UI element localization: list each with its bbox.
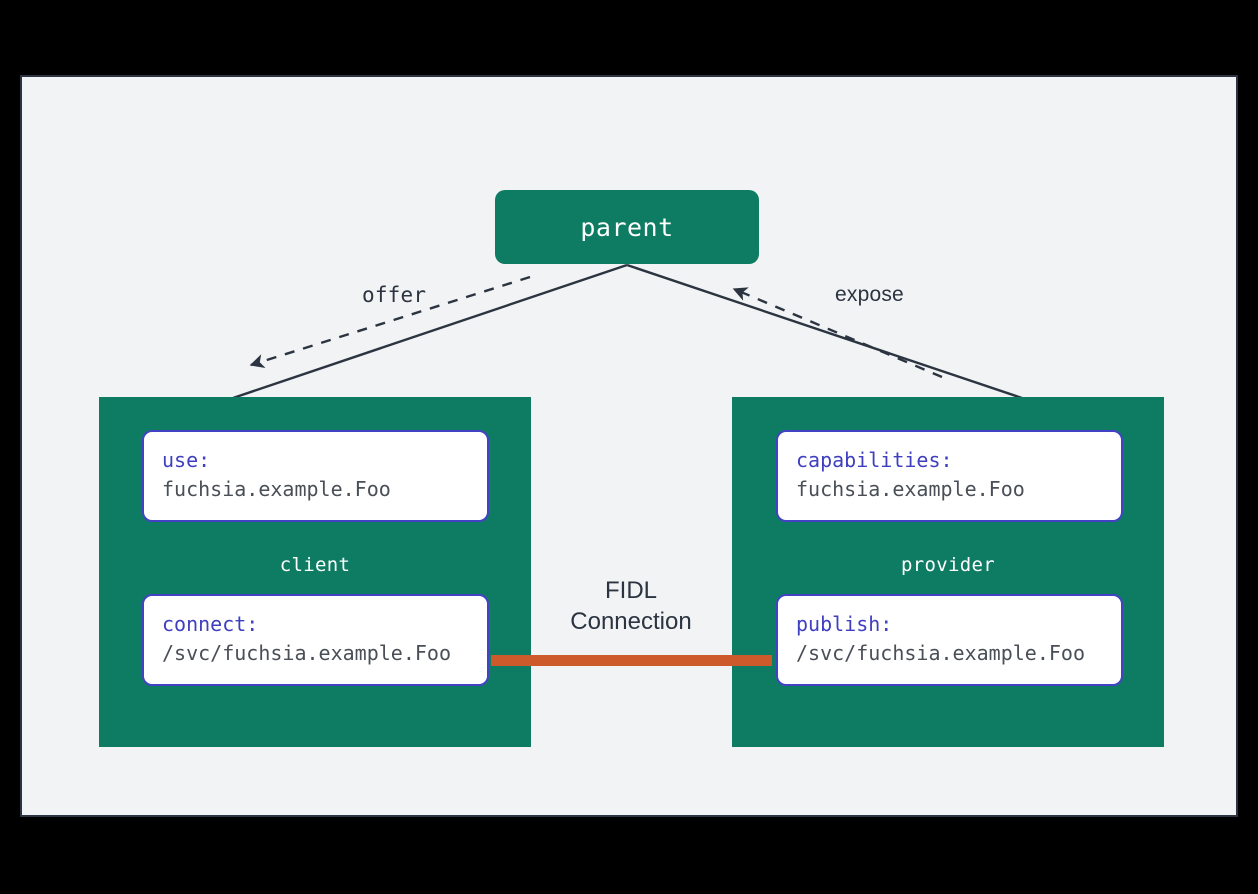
client-use-card[interactable]: use: fuchsia.example.Foo: [142, 430, 489, 522]
client-use-key: use:: [162, 448, 211, 472]
provider-publish-value: /svc/fuchsia.example.Foo: [796, 641, 1085, 665]
client-connect-value: /svc/fuchsia.example.Foo: [162, 641, 451, 665]
fidl-connection-label-line1: FIDL: [604, 577, 657, 604]
solid-edge-parent-to-provider: [626, 263, 1023, 400]
fidl-connection-line: [491, 655, 772, 666]
client-connect-card[interactable]: connect: /svc/fuchsia.example.Foo: [142, 594, 489, 686]
edge-label-offer: offer: [362, 283, 427, 307]
provider-publish-card[interactable]: publish: /svc/fuchsia.example.Foo: [776, 594, 1123, 686]
provider-component[interactable]: capabilities: fuchsia.example.Foo provid…: [732, 397, 1164, 747]
client-use-value: fuchsia.example.Foo: [162, 477, 391, 501]
fidl-connection-label: FIDL Connection: [511, 575, 751, 637]
client-connect-key: connect:: [162, 612, 259, 636]
diagram-canvas: parent offer expose use: fuchsia.example…: [20, 75, 1238, 817]
parent-node-label: parent: [580, 212, 674, 242]
provider-capabilities-value: fuchsia.example.Foo: [796, 477, 1025, 501]
provider-capabilities-key: capabilities:: [796, 448, 953, 472]
parent-node[interactable]: parent: [495, 190, 759, 264]
edge-label-expose: expose: [835, 283, 904, 306]
fidl-connection-label-line2: Connection: [570, 608, 692, 635]
provider-component-label: provider: [901, 554, 995, 576]
provider-publish-key: publish:: [796, 612, 893, 636]
client-component[interactable]: use: fuchsia.example.Foo client connect:…: [99, 397, 531, 747]
solid-edge-parent-to-client: [232, 263, 628, 400]
provider-capabilities-card[interactable]: capabilities: fuchsia.example.Foo: [776, 430, 1123, 522]
client-component-label: client: [279, 554, 351, 576]
